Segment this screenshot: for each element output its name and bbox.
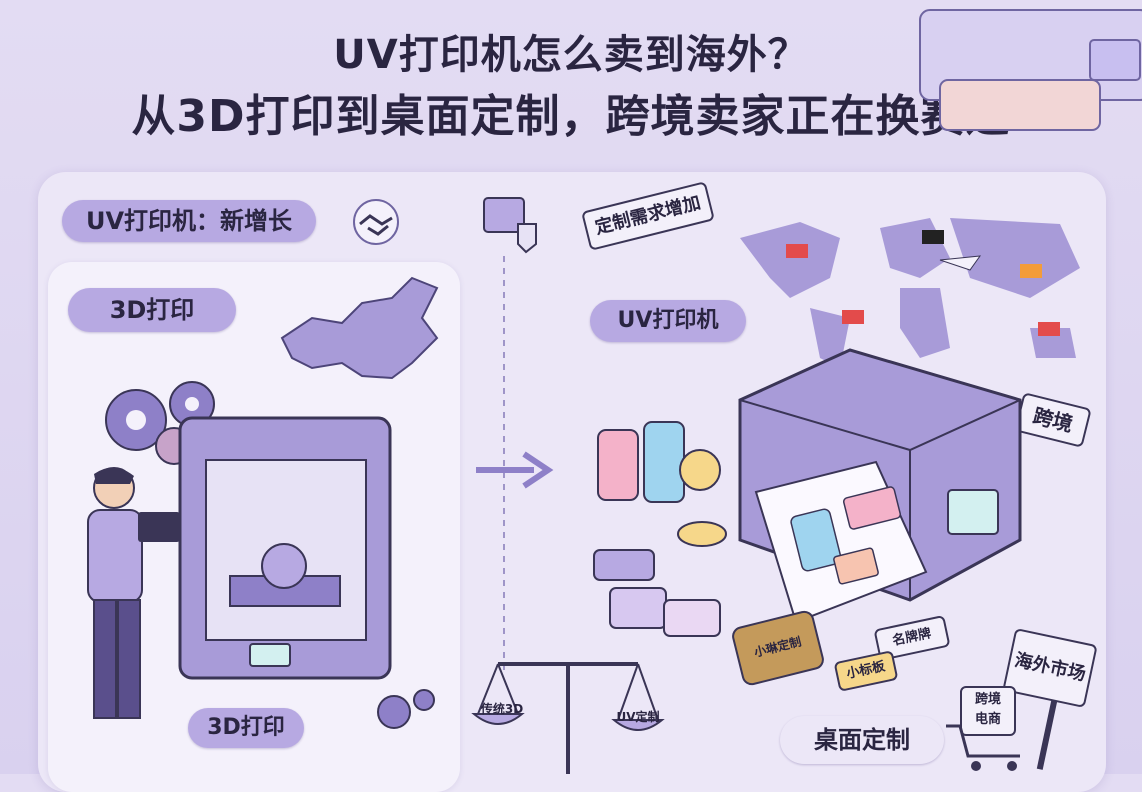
title-line-2: 从3D打印到桌面定制，跨境卖家正在换赛道 — [131, 91, 1011, 142]
3d-print-pill-bottom: 3D打印 — [188, 708, 304, 748]
3d-printer-icon — [178, 416, 392, 680]
cart-line-2: 电商 — [974, 712, 1001, 727]
uv-printer-pill: UV打印机 — [590, 300, 746, 342]
scale-left-label: 传统3D — [480, 702, 524, 716]
printer-corner-icon — [919, 9, 1142, 131]
small-gears-icon — [377, 689, 435, 729]
printed-sheet-icon — [754, 460, 928, 624]
scale-right-label: UV定制 — [616, 710, 660, 724]
cart-line-1: 跨境 — [974, 692, 1001, 707]
handshake-icon — [353, 199, 399, 245]
package-dollar-icon — [483, 197, 537, 254]
person-icon — [87, 467, 180, 719]
growth-pill: UV打印机：新增长 — [62, 200, 316, 242]
desktop-custom-pill: 桌面定制 — [780, 716, 944, 764]
world-map-icon — [740, 218, 1080, 368]
phone-cases-icon — [593, 421, 727, 637]
balance-scale-icon — [471, 662, 665, 774]
dashed-divider — [503, 256, 505, 676]
title-line-1: UV打印机怎么卖到海外？ — [333, 32, 809, 78]
coaster-text: 小琳定制 — [752, 634, 803, 660]
3d-print-pill-top: 3D打印 — [68, 288, 236, 332]
china-map-icon — [280, 276, 439, 380]
cart-label-box: 跨境 电商 — [960, 686, 1016, 736]
right-arrow-icon — [476, 451, 554, 489]
gears-icon — [105, 381, 215, 465]
shopping-cart-icon — [946, 724, 1020, 771]
